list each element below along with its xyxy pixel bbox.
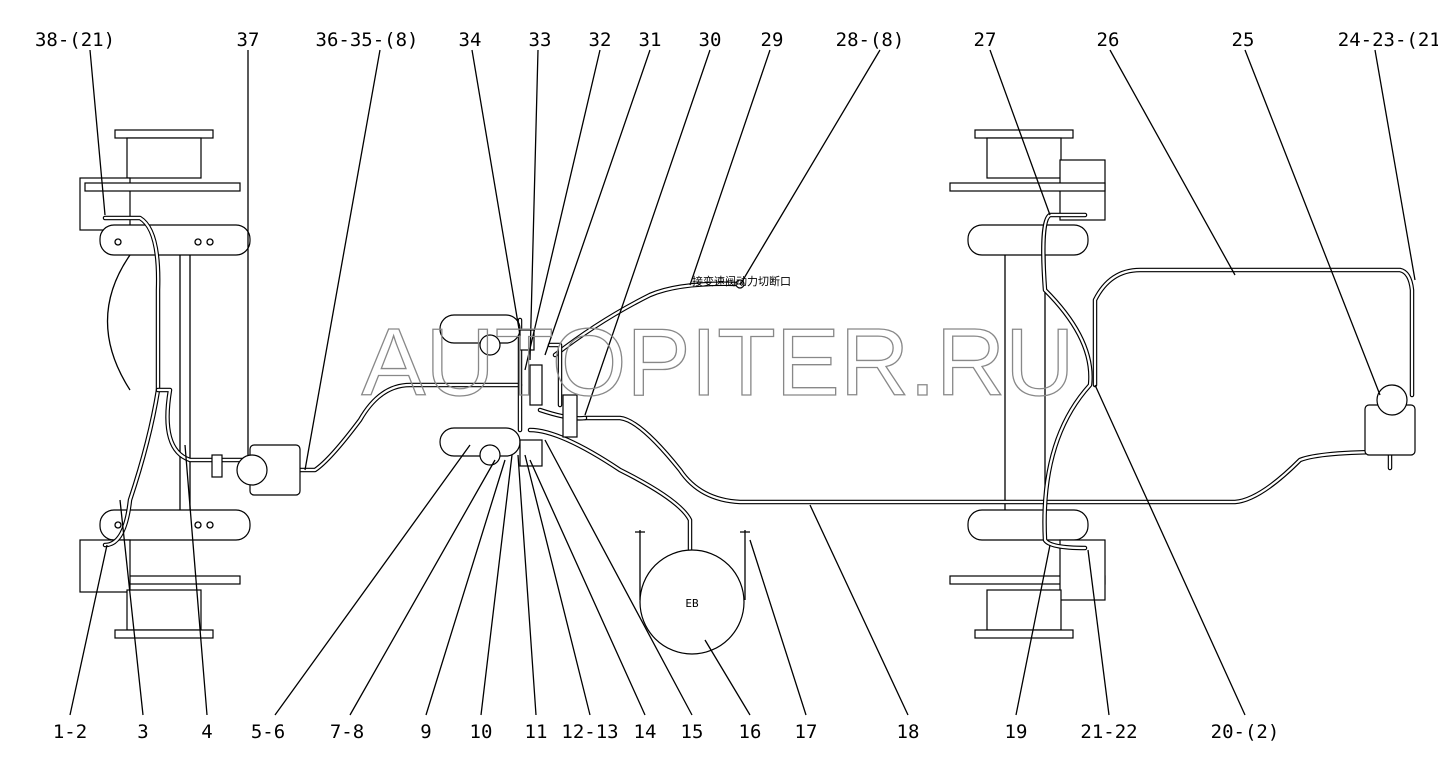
- leader-lines: [69, 49, 1416, 716]
- callout-label: 17: [795, 721, 818, 743]
- front-axle: [79, 129, 251, 639]
- callout-label: 29: [761, 29, 784, 51]
- callout-label: 9: [420, 721, 431, 743]
- tank-mark: EB: [685, 597, 699, 610]
- callout-label: 19: [1005, 721, 1028, 743]
- callout-label: 3: [137, 721, 148, 743]
- rear-axle: [949, 129, 1106, 639]
- rear-brake-valve: [1364, 384, 1416, 456]
- callout-label: 15: [681, 721, 704, 743]
- callout-label: 25: [1232, 29, 1255, 51]
- callout-label: 7-8: [330, 721, 364, 743]
- callout-label: 21-22: [1080, 721, 1137, 743]
- callout-label: 32: [589, 29, 612, 51]
- callout-label: 18: [897, 721, 920, 743]
- callout-label: 30: [699, 29, 722, 51]
- callout-label: 33: [529, 29, 552, 51]
- callout-label: 1-2: [53, 721, 87, 743]
- callout-label: 34: [459, 29, 482, 51]
- callout-label: 27: [974, 29, 997, 51]
- callout-label: 28-(8): [836, 29, 905, 51]
- front-brake-valve: [211, 444, 301, 496]
- callout-label: 24-23-(21): [1338, 29, 1438, 51]
- callout-label: 36-35-(8): [316, 29, 419, 51]
- callout-label: 37: [237, 29, 260, 51]
- callout-label: 12-13: [561, 721, 618, 743]
- shift-valve-note: 接变速阀动力切断口: [692, 274, 791, 288]
- air-tank: EB: [635, 530, 750, 655]
- callout-label: 26: [1097, 29, 1120, 51]
- callout-label: 31: [639, 29, 662, 51]
- watermark: AUTOPITER.RU: [362, 309, 1075, 416]
- callout-label: 14: [634, 721, 657, 743]
- callout-label: 4: [201, 721, 212, 743]
- callout-label: 10: [470, 721, 493, 743]
- bottom-labels: 1-2 3 4 5-6 7-8 9 10 11 12-13 14 15 16 1…: [53, 721, 1279, 743]
- brake-pipes: [102, 212, 1415, 553]
- callout-label: 20-(2): [1211, 721, 1280, 743]
- callout-label: 11: [525, 721, 548, 743]
- callout-label: 38-(21): [35, 29, 115, 51]
- top-labels: 38-(21) 37 36-35-(8) 34 33 32 31 30 29 2…: [35, 29, 1438, 51]
- callout-label: 5-6: [251, 721, 285, 743]
- callout-label: 16: [739, 721, 762, 743]
